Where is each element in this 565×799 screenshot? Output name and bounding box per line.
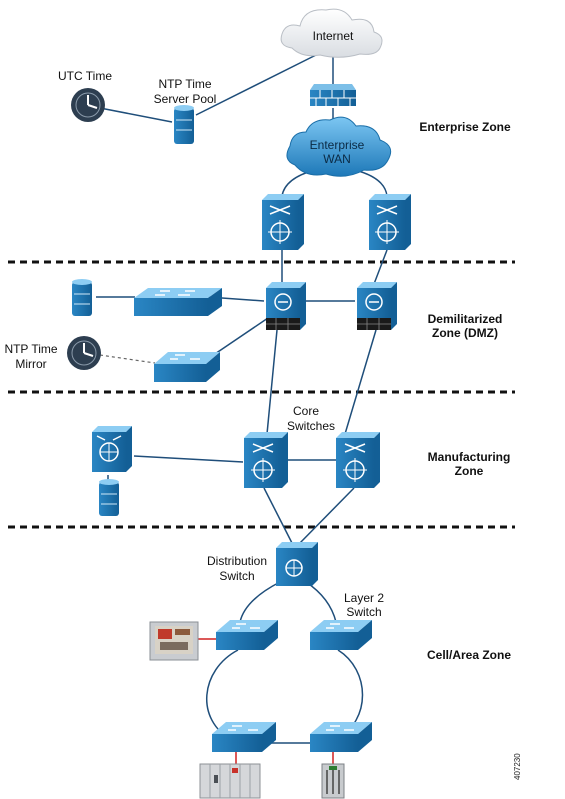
distribution-switch-icon	[276, 542, 318, 586]
plc-rack-right-icon	[321, 763, 345, 799]
link-utc-ntp	[99, 107, 173, 123]
core-switch-left-icon	[244, 432, 288, 488]
ntp-mirror-clock-icon	[67, 336, 101, 370]
figure-id: 407230	[513, 753, 522, 780]
ntp-mirror-label-line1: NTP Time	[4, 342, 58, 356]
enterprise-wan-cloud-icon	[286, 116, 392, 177]
layer2-switch-top-right-icon	[310, 620, 372, 650]
links	[96, 53, 388, 744]
dmz-switch-bottom-icon	[154, 352, 220, 382]
core-switches-label-line2: Switches	[286, 419, 336, 433]
zone-dmz-label-line1: Demilitarized	[427, 312, 503, 326]
enterprise-switch-left-icon	[262, 194, 304, 250]
link-core-left-distribution	[263, 487, 294, 546]
ntp-server-icon	[174, 105, 194, 144]
internet-label: Internet	[312, 29, 354, 43]
link-distribution-l2-right	[305, 581, 337, 623]
enterprise-wan-label-line2: WAN	[323, 152, 351, 166]
link-firewall-core-right	[344, 329, 377, 435]
link-core-right-distribution	[297, 487, 355, 546]
link-ntp-internet	[195, 53, 319, 116]
link-distribution-l2-left	[239, 581, 281, 623]
zone-manufacturing-label-line2: Zone	[454, 464, 484, 478]
ntp-pool-label-line1: NTP Time	[158, 77, 212, 91]
dmz-firewall-left-icon	[266, 282, 306, 330]
utc-clock-icon	[71, 88, 105, 122]
link-wan-switch-right	[354, 169, 388, 197]
hmi-panel-icon	[149, 621, 199, 661]
zone-manufacturing-label-line1: Manufacturing	[427, 450, 511, 464]
link-mfg-switch-core	[133, 455, 244, 463]
dmz-switch-top-icon	[134, 288, 222, 316]
link-enterprise-right-firewall	[373, 249, 388, 285]
ntp-pool-label-line2: Server Pool	[153, 92, 217, 106]
layer2-switch-bottom-right-icon	[310, 722, 372, 752]
dmz-server-icon	[72, 279, 92, 316]
layer2-switch-top-left-icon	[216, 620, 278, 650]
layer2-switch-label-line2: Switch	[346, 605, 382, 619]
enterprise-wan-label-line1: Enterprise	[309, 138, 365, 152]
zone-enterprise-label: Enterprise Zone	[419, 120, 511, 134]
internet-cloud-icon	[280, 8, 383, 58]
core-switches-label-line1: Core	[292, 404, 319, 418]
link-firewall-core-left	[266, 329, 278, 435]
core-switch-right-icon	[336, 432, 380, 488]
manufacturing-switch-icon	[92, 426, 132, 472]
link-mirror-dashed	[99, 354, 156, 364]
utc-time-label: UTC Time	[58, 69, 112, 83]
dmz-firewall-right-icon	[357, 282, 397, 330]
manufacturing-server-icon	[99, 479, 119, 516]
enterprise-switch-right-icon	[369, 194, 411, 250]
layer2-switch-bottom-left-icon	[212, 722, 276, 752]
ntp-mirror-label-line2: Mirror	[15, 357, 47, 371]
distribution-switch-label-line2: Switch	[219, 569, 255, 583]
zone-cell-area-label: Cell/Area Zone	[426, 648, 512, 662]
distribution-switch-label-line1: Distribution	[206, 554, 268, 568]
plc-rack-left-icon	[199, 763, 261, 799]
layer2-switch-label-line1: Layer 2	[343, 591, 385, 605]
zone-dmz-label-line2: Zone (DMZ)	[432, 326, 498, 340]
firewall-icon	[310, 84, 356, 106]
zone-dividers	[8, 260, 515, 529]
